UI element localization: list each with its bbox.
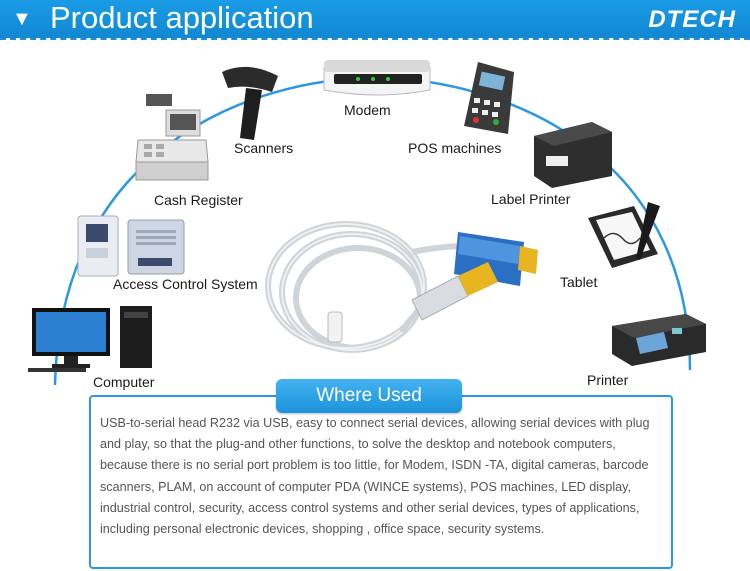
computer-label: Computer	[93, 374, 155, 390]
description-panel	[89, 395, 673, 569]
brand-logo: DTECH	[648, 6, 736, 33]
access-control-label: Access Control System	[113, 276, 258, 292]
cash-register-label: Cash Register	[154, 192, 243, 208]
access-control-image	[77, 215, 185, 277]
tablet-label: Tablet	[560, 274, 598, 290]
header-divider	[0, 38, 750, 43]
cash-register-image	[135, 94, 209, 181]
label-printer-image	[534, 122, 612, 188]
pos-machines-label: POS machines	[408, 140, 502, 156]
triangle-down-icon: ▼	[12, 8, 32, 30]
where-used-description: USB-to-serial head R232 via USB, easy to…	[100, 416, 650, 537]
printer-label: Printer	[587, 372, 629, 388]
pos-machine-image	[464, 62, 514, 134]
page-title: Product application	[50, 0, 314, 35]
modem-label: Modem	[344, 102, 391, 118]
label-printer-label: Label Printer	[491, 191, 571, 207]
scanners-label: Scanners	[234, 140, 294, 156]
usb-serial-cable-image	[265, 221, 538, 353]
where-used-heading: Where Used	[276, 379, 462, 413]
computer-image	[28, 306, 152, 372]
header-banner: ▼ Product application DTECH	[0, 0, 750, 40]
signature-tablet-image	[588, 202, 660, 268]
printer-image	[612, 314, 706, 366]
modem-image	[323, 60, 431, 96]
barcode-scanner-image	[222, 66, 278, 140]
